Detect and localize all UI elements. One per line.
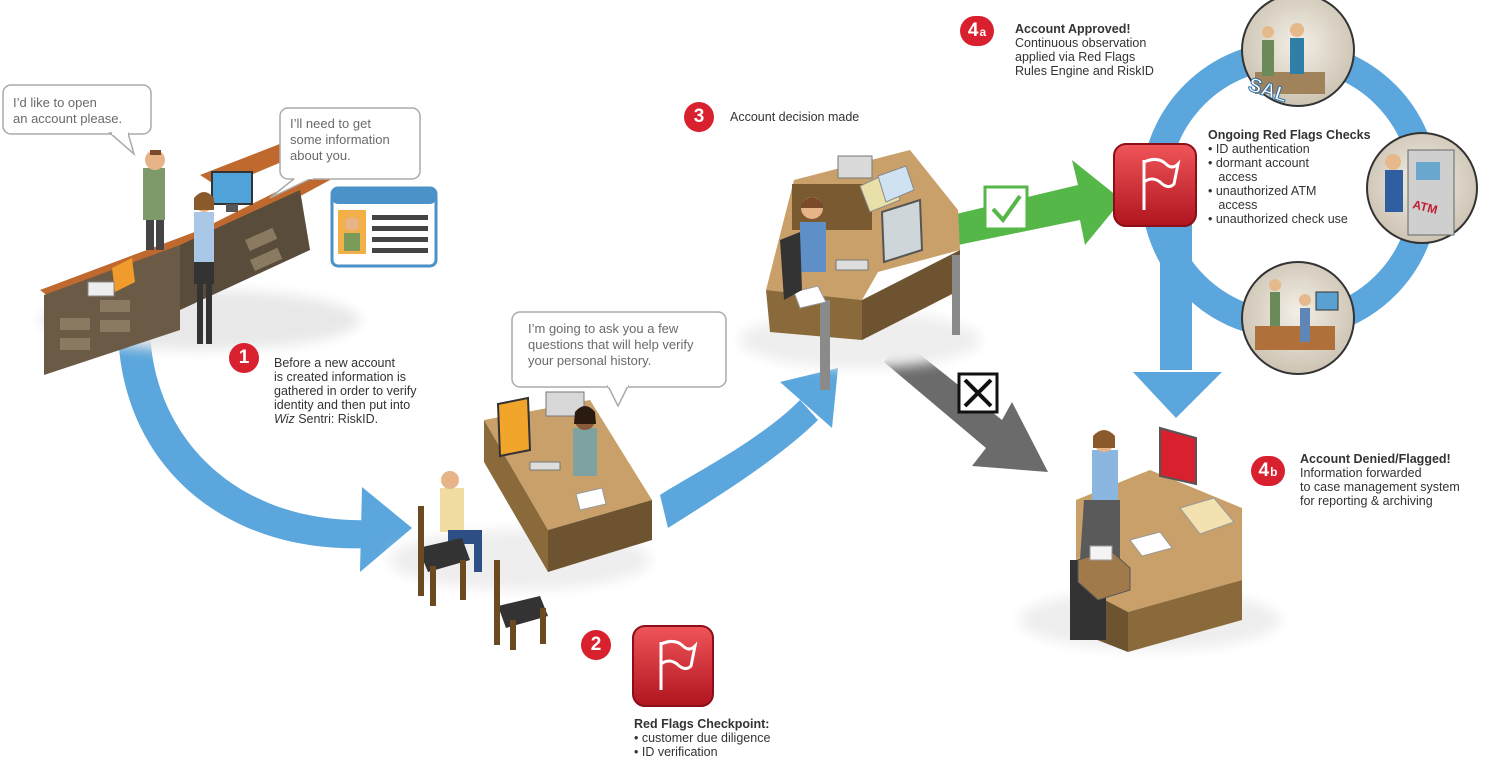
id-card-icon bbox=[330, 186, 438, 268]
ongoing-item: • unauthorized check use bbox=[1208, 212, 1348, 226]
ongoing-red-flag-icon bbox=[1113, 143, 1197, 227]
scene-interview-desk bbox=[390, 391, 652, 650]
step-4a-number: 4 bbox=[967, 20, 979, 41]
scene-decision-desk bbox=[740, 150, 980, 390]
step-4b-title: Account Denied/Flagged! bbox=[1300, 452, 1451, 466]
step-1-line: is created information is bbox=[274, 370, 407, 384]
flow-arrow-2 bbox=[660, 368, 838, 528]
bubble-line: I’m going to ask you a few bbox=[528, 321, 679, 336]
teller-bubble-shape bbox=[269, 107, 421, 199]
step-2-item: • customer due diligence bbox=[634, 731, 771, 745]
bubble-line: questions that will help verify bbox=[528, 337, 694, 352]
ongoing-item: • dormant account bbox=[1208, 156, 1309, 170]
scene-archive-desk bbox=[1020, 426, 1280, 652]
vignette-atm: ATM bbox=[1366, 132, 1478, 244]
vignette-sale-counter: SAL bbox=[1241, 0, 1355, 108]
step-4b-badge: 4b bbox=[1251, 456, 1285, 486]
interviewer-bubble-shape bbox=[511, 311, 727, 408]
bubble-line: an account please. bbox=[13, 111, 123, 126]
step-4b-line: for reporting & archiving bbox=[1300, 494, 1433, 508]
ongoing-item: • ID authentication bbox=[1208, 142, 1310, 156]
step-4a-line: Rules Engine and RiskID bbox=[1015, 64, 1154, 78]
x-mark-icon bbox=[957, 372, 999, 414]
step-1-text: Before a new account is created informat… bbox=[274, 356, 416, 426]
approve-arrow bbox=[952, 160, 1122, 245]
step-4b-line: to case management system bbox=[1300, 480, 1460, 494]
ongoing-item: access bbox=[1208, 170, 1258, 184]
ongoing-item: • unauthorized ATM bbox=[1208, 184, 1317, 198]
step-4a-badge: 4a bbox=[960, 16, 994, 46]
step-2-item: • ID verification bbox=[634, 745, 718, 759]
step-4a-line: applied via Red Flags bbox=[1015, 50, 1136, 64]
step-1-line: gathered in order to verify bbox=[274, 384, 417, 398]
step-4a-letter: a bbox=[979, 25, 987, 39]
step-4a-title: Account Approved! bbox=[1015, 22, 1131, 36]
step-4b-line: Information forwarded bbox=[1300, 466, 1422, 480]
step-4b-number: 4 bbox=[1258, 460, 1270, 481]
step-3-text: Account decision made bbox=[730, 110, 860, 124]
step-1-badge: 1 bbox=[229, 343, 259, 373]
step-1-line: identity and then put into bbox=[274, 398, 411, 412]
ongoing-item: access bbox=[1208, 198, 1258, 212]
ongoing-list: • ID authentication • dormant account ac… bbox=[1208, 142, 1371, 226]
step-1-line: Before a new account bbox=[274, 356, 395, 370]
bubble-line: about you. bbox=[290, 148, 351, 163]
customer-bubble-shape bbox=[2, 84, 152, 157]
step-2-badge: 2 bbox=[581, 630, 611, 660]
check-mark-icon bbox=[983, 185, 1029, 231]
interviewer-bubble: I’m going to ask you a few questions tha… bbox=[528, 321, 693, 369]
step-1-product: Wiz Sentri: RiskID. bbox=[274, 412, 416, 426]
teller-bubble: I’ll need to get some information about … bbox=[290, 116, 390, 164]
product-name-italic: Wiz bbox=[274, 412, 295, 426]
step-4a-text: Account Approved! Continuous observation… bbox=[1015, 22, 1154, 78]
product-name-rest: Sentri: RiskID. bbox=[294, 412, 379, 426]
step-2-text: Red Flags Checkpoint: • customer due dil… bbox=[634, 717, 770, 759]
atm-sign: ATM bbox=[1411, 197, 1439, 217]
red-flag-icon bbox=[632, 625, 714, 707]
vignette-teller bbox=[1241, 261, 1355, 375]
step-2-title: Red Flags Checkpoint: bbox=[634, 717, 770, 731]
bubble-line: some information bbox=[290, 132, 390, 147]
step-4b-letter: b bbox=[1270, 465, 1278, 479]
customer-bubble: I’d like to open an account please. bbox=[13, 95, 122, 127]
scene-teller-counter bbox=[40, 140, 360, 375]
ongoing-title: Ongoing Red Flags Checks bbox=[1208, 128, 1371, 142]
step-4a-line: Continuous observation bbox=[1015, 36, 1147, 50]
ongoing-checks: Ongoing Red Flags Checks • ID authentica… bbox=[1208, 128, 1371, 226]
bubble-line: your personal history. bbox=[528, 353, 652, 368]
bubble-line: I’d like to open bbox=[13, 95, 97, 110]
step-4b-text: Account Denied/Flagged! Information forw… bbox=[1300, 452, 1460, 508]
step-3-badge: 3 bbox=[684, 102, 714, 132]
bubble-line: I’ll need to get bbox=[290, 116, 371, 131]
